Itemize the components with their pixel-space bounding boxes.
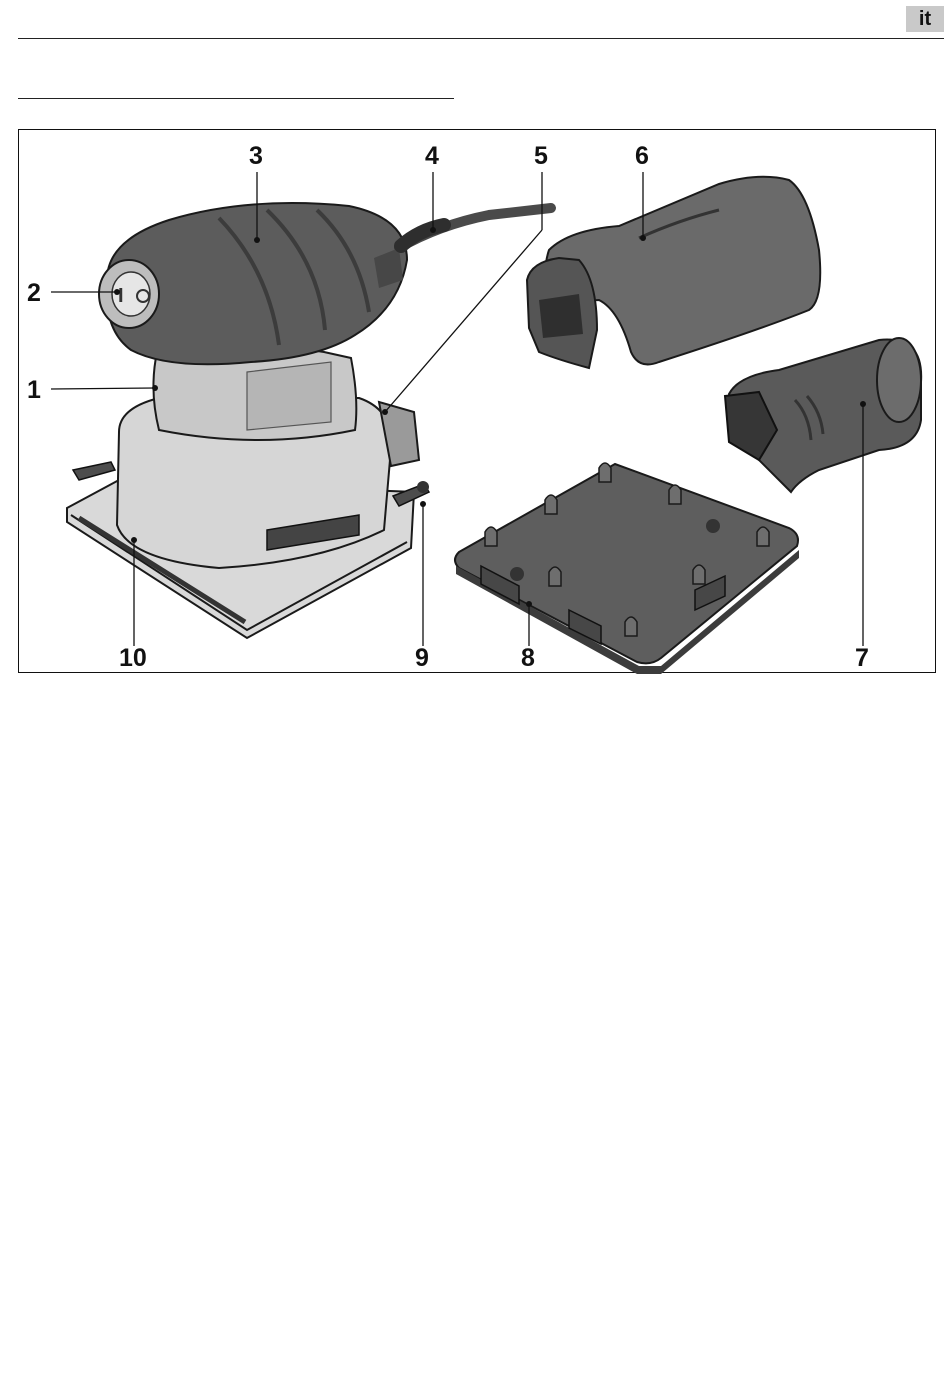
callout-8: 8	[521, 644, 535, 672]
callout-9: 9	[415, 644, 429, 672]
perforation-plate-illustration	[455, 463, 799, 674]
section-underline	[18, 98, 454, 99]
language-badge: it	[906, 6, 944, 32]
callout-7: 7	[855, 644, 869, 672]
callout-10: 10	[119, 644, 147, 672]
callout-5: 5	[534, 142, 548, 170]
callout-3: 3	[249, 142, 263, 170]
callout-2: 2	[27, 279, 41, 307]
product-figure: I	[18, 129, 936, 673]
sander-illustration: I	[19, 130, 937, 674]
callout-6: 6	[635, 142, 649, 170]
dust-bag-illustration	[527, 177, 820, 368]
header-divider	[18, 38, 944, 39]
svg-text:I: I	[118, 285, 124, 307]
callout-1: 1	[27, 376, 41, 404]
adapter-illustration	[725, 338, 921, 492]
callout-4: 4	[425, 142, 439, 170]
